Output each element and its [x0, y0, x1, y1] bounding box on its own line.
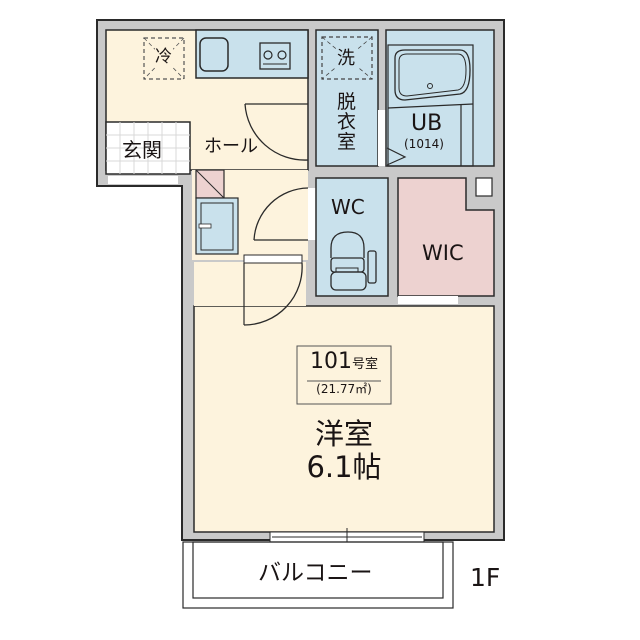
balcony-inner: [192, 541, 444, 599]
balcony-outer: [182, 541, 454, 609]
door-swing-hall: [244, 103, 309, 161]
sink-icon: [199, 37, 229, 72]
washing-machine-label: 洗: [337, 48, 355, 69]
toilet-icon: [330, 231, 377, 291]
unit-area: (21.77㎡): [316, 382, 372, 396]
hall-label: ホール: [204, 136, 258, 157]
bathtub-icon: [394, 49, 471, 101]
storage-cabinet: [195, 197, 239, 255]
stove-icon: [259, 42, 291, 70]
pipe-shaft: [475, 177, 493, 197]
unit-label-box: [296, 345, 392, 405]
bath-door-icon: [386, 147, 407, 166]
western-room-name: 洋室: [314, 417, 373, 451]
unit-number: 101: [309, 349, 352, 374]
balcony-label: バルコニー: [258, 560, 373, 586]
refrigerator-space: [143, 37, 185, 80]
door-swing-room: [243, 262, 303, 326]
door-swing-wc: [253, 187, 309, 241]
refrigerator-label: 冷: [155, 47, 172, 67]
shoe-cabinet: [195, 169, 225, 199]
wc-label: WC: [331, 195, 365, 219]
western-room-label: 洋室 6.1帖: [294, 417, 394, 485]
unit-bath-label: UB: [411, 111, 443, 136]
western-room-size: 6.1帖: [306, 450, 382, 485]
unit-label: 101号室 (21.77㎡): [297, 346, 391, 396]
entrance-area: [97, 121, 191, 187]
unit-number-suffix: 号室: [351, 357, 378, 372]
wic-label: WIC: [422, 241, 464, 265]
unit-bath: [385, 29, 495, 167]
entrance-label: 玄関: [122, 138, 162, 162]
unit-bath-model-label: (1014): [404, 137, 444, 151]
dressing-room-label: 脱衣室: [337, 91, 357, 153]
floor-label: 1F: [470, 563, 501, 592]
western-room: [193, 305, 495, 533]
washing-machine-space: [321, 36, 373, 80]
